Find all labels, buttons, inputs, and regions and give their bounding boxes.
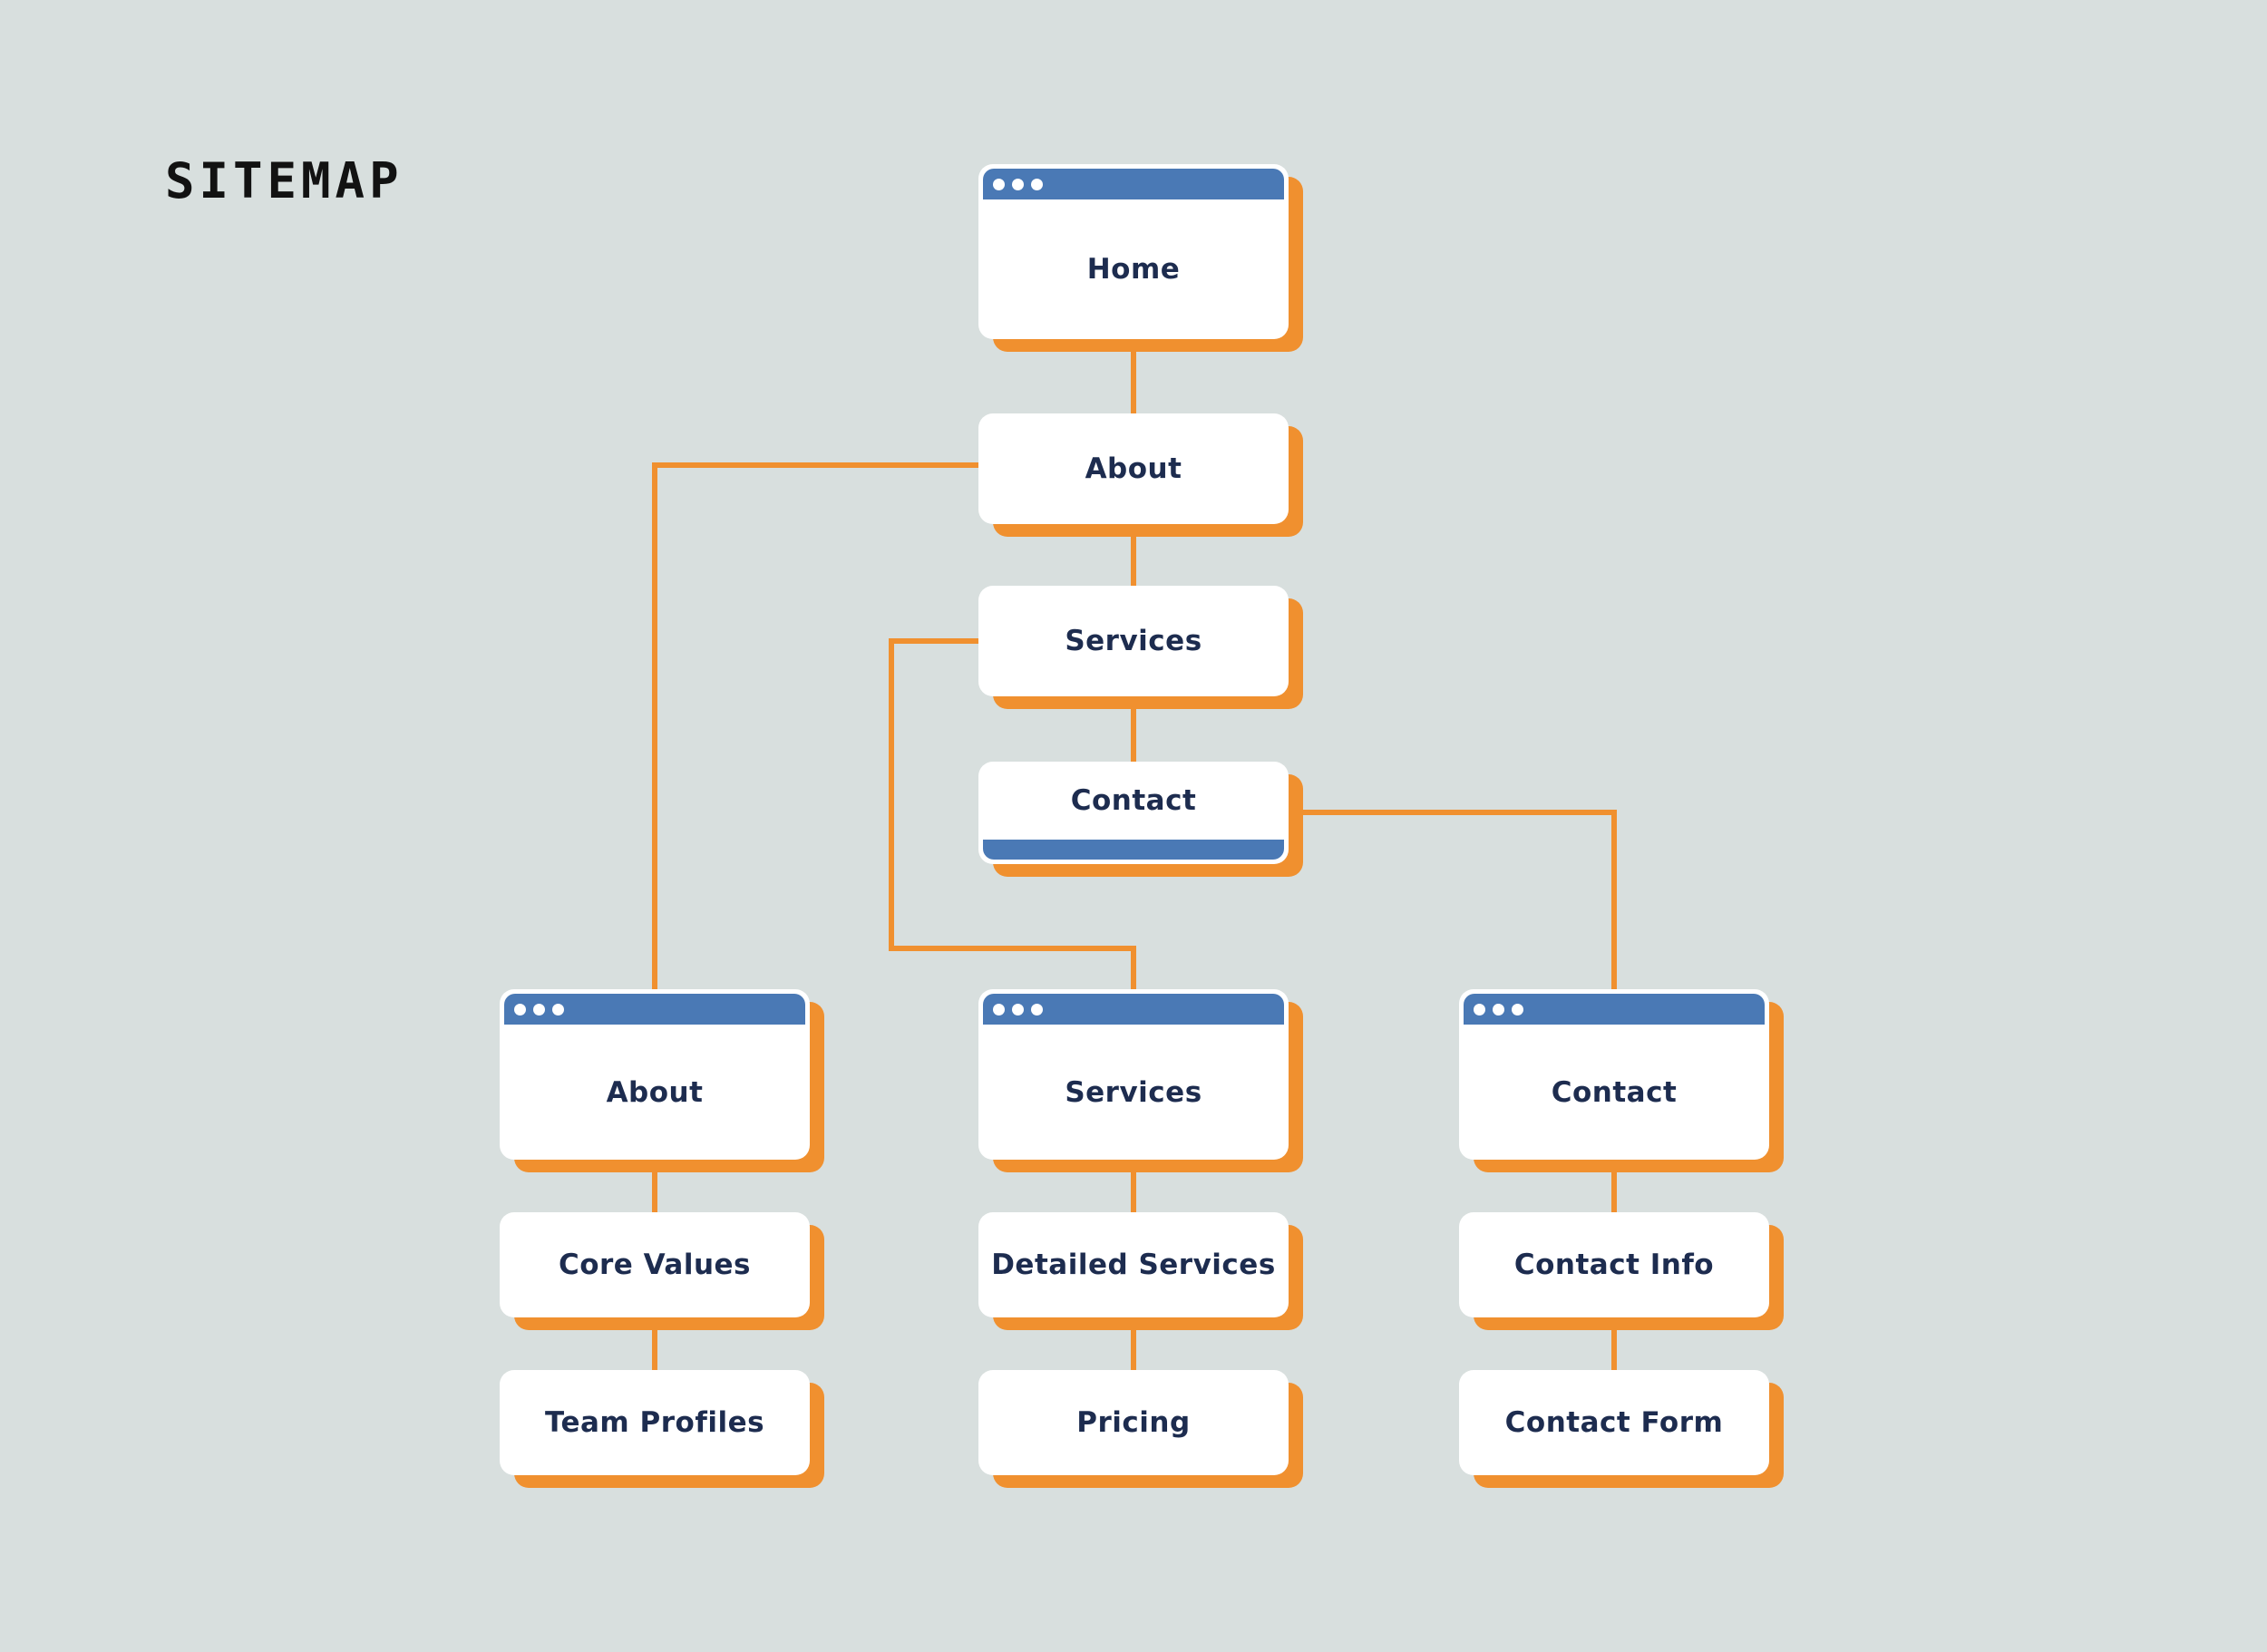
connector-services-branch-v1	[889, 638, 894, 951]
connector-contact-contactinfo	[1611, 1160, 1617, 1212]
node-contact-main: Contact	[978, 762, 1289, 864]
node-pricing: Pricing	[978, 1370, 1289, 1475]
connector-about-services	[1131, 524, 1136, 586]
node-label: Services	[1065, 1075, 1202, 1109]
node-home: Home	[978, 164, 1289, 339]
connector-contact-branch-h	[1289, 810, 1617, 815]
node-detailed-services: Detailed Services	[978, 1212, 1289, 1317]
node-core-values: Core Values	[500, 1212, 810, 1317]
node-label: Home	[1086, 253, 1181, 286]
connector-about-branch-h	[655, 462, 978, 468]
connector-about-branch-v	[652, 462, 657, 989]
node-team-profiles: Team Profiles	[500, 1370, 810, 1475]
node-label: About	[1085, 452, 1182, 485]
window-footerbar	[983, 840, 1284, 860]
window-dot-icon	[552, 1003, 564, 1015]
connector-detailedservices-pricing	[1131, 1317, 1136, 1370]
connector-contactinfo-contactform	[1611, 1317, 1617, 1370]
window-dot-icon	[1012, 178, 1024, 190]
node-label: Contact Info	[1513, 1249, 1715, 1281]
window-dot-icon	[1493, 1003, 1504, 1015]
connector-services-branch-v2	[1131, 946, 1136, 989]
node-contact-header: Contact	[1459, 989, 1769, 1160]
node-label: Detailed Services	[991, 1249, 1276, 1281]
window-dot-icon	[1474, 1003, 1485, 1015]
connector-contact-branch-v	[1611, 810, 1617, 989]
node-label: Contact Form	[1504, 1406, 1724, 1439]
connector-corevalues-teamprofiles	[652, 1317, 657, 1370]
node-services-header: Services	[978, 989, 1289, 1160]
window-dot-icon	[993, 178, 1005, 190]
window-dot-icon	[533, 1003, 545, 1015]
node-about-header: About	[500, 989, 810, 1160]
node-services-main: Services	[978, 586, 1289, 696]
window-titlebar	[504, 994, 805, 1025]
node-contact-form: Contact Form	[1459, 1370, 1769, 1475]
node-label: Contact	[1551, 1075, 1678, 1109]
connector-services-contact	[1131, 696, 1136, 762]
window-dot-icon	[1031, 178, 1043, 190]
window-dot-icon	[1512, 1003, 1523, 1015]
connector-services-branch-h2	[889, 946, 1136, 951]
window-titlebar	[1464, 994, 1765, 1025]
connector-about-corevalues	[652, 1160, 657, 1212]
node-contact-info: Contact Info	[1459, 1212, 1769, 1317]
page-title: SITEMAP	[165, 152, 404, 209]
window-dot-icon	[1012, 1003, 1024, 1015]
window-titlebar	[983, 169, 1284, 199]
connector-services-detailedservices	[1131, 1160, 1136, 1212]
window-dot-icon	[993, 1003, 1005, 1015]
connector-services-branch-h1	[891, 638, 978, 644]
window-titlebar	[983, 994, 1284, 1025]
window-dot-icon	[514, 1003, 526, 1015]
node-label: Team Profiles	[544, 1406, 765, 1439]
node-about-main: About	[978, 413, 1289, 524]
window-dot-icon	[1031, 1003, 1043, 1015]
node-label: About	[606, 1075, 704, 1109]
node-label: Pricing	[1076, 1406, 1191, 1439]
node-label: Contact	[1070, 784, 1197, 817]
node-label: Services	[1065, 625, 1202, 657]
node-label: Core Values	[558, 1249, 752, 1281]
connector-home-about	[1131, 339, 1136, 413]
